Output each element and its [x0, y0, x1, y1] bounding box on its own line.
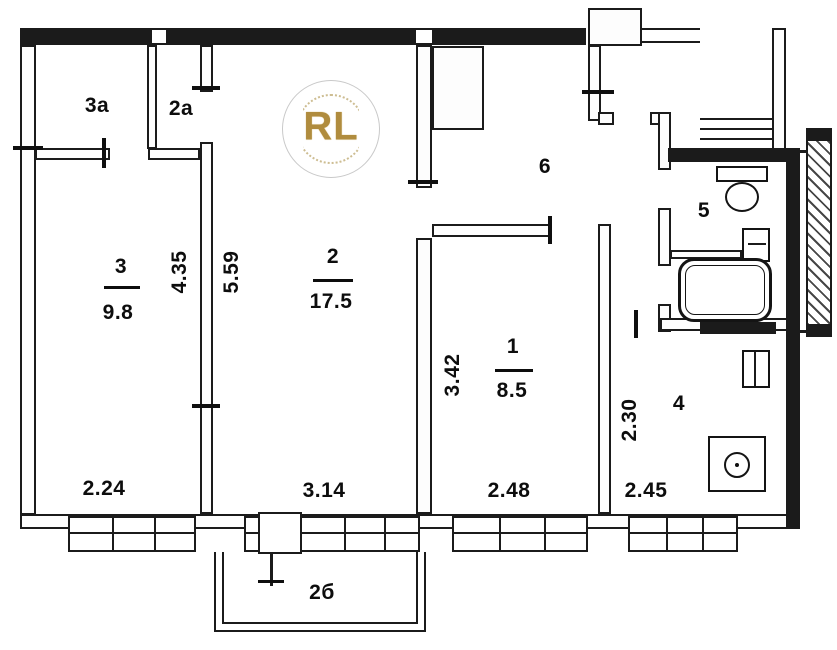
bath-threshold — [700, 322, 776, 334]
plan-line — [700, 118, 772, 120]
window-sill-line — [630, 532, 736, 535]
tick-mark — [258, 580, 284, 583]
wall-segment — [432, 224, 552, 237]
window-icon — [68, 516, 196, 552]
tick-mark — [102, 138, 106, 168]
wall-segment — [148, 148, 200, 160]
window-sill-line — [246, 532, 418, 535]
plan-line — [700, 128, 772, 130]
wall-segment — [598, 112, 614, 125]
wall-segment — [416, 45, 432, 188]
window-icon — [452, 516, 588, 552]
room-2-fraction-bar — [313, 279, 353, 282]
plan-line — [640, 41, 700, 43]
room-3-number: 3 — [114, 255, 128, 278]
window-divider — [154, 518, 156, 550]
wall-segment — [668, 148, 788, 162]
window-divider — [499, 518, 501, 550]
tick-mark — [634, 310, 638, 338]
balcony-label: 2б — [309, 581, 335, 604]
plan-line — [270, 552, 273, 586]
vent-shaft — [588, 8, 642, 46]
window-sill-line — [70, 532, 194, 535]
left-exterior-wall — [20, 45, 36, 515]
wall-segment — [598, 224, 611, 514]
watermark-initials: RL — [303, 104, 359, 149]
room-5-number: 5 — [697, 199, 711, 222]
sink-icon — [742, 228, 770, 262]
tick-mark — [192, 86, 220, 90]
window-icon — [628, 516, 738, 552]
bathtub-inner — [685, 265, 765, 315]
room-4-width-dim: 2.45 — [624, 479, 668, 502]
shaft-cap — [806, 324, 832, 337]
tick-mark — [548, 216, 552, 244]
window-divider — [544, 518, 546, 550]
room-3-area: 9.8 — [102, 301, 134, 324]
room-1-height-dim: 3.42 — [441, 353, 464, 397]
watermark-logo: RL — [282, 80, 380, 178]
window-divider — [112, 518, 114, 550]
room-1-fraction-bar — [495, 369, 533, 372]
plan-line — [800, 330, 808, 333]
toilet-tank-icon — [716, 166, 768, 182]
room-4-height-dim: 2.30 — [618, 398, 641, 442]
toilet-bowl-icon — [725, 182, 759, 212]
window-sill-line — [454, 532, 586, 535]
wall-segment — [200, 142, 213, 514]
room-1-width-dim: 2.48 — [487, 479, 531, 502]
watermark-arc-top — [303, 94, 359, 113]
shaft-cap — [806, 128, 832, 141]
window-divider — [666, 518, 668, 550]
room-6-number: 6 — [538, 155, 552, 178]
kitchen-sink-drain — [735, 463, 739, 467]
top-wall-pier — [432, 28, 586, 45]
room-3-width-dim: 2.24 — [82, 477, 126, 500]
room-2a-label: 2а — [168, 97, 194, 120]
room-3a-label: 3а — [84, 94, 110, 117]
top-wall-pier — [166, 28, 416, 45]
wall-segment — [35, 148, 110, 160]
wall-segment — [416, 238, 432, 514]
plan-line — [222, 552, 224, 624]
wall-segment — [200, 45, 213, 92]
wall-segment — [658, 112, 671, 170]
plan-line — [800, 150, 808, 153]
window-divider — [344, 518, 346, 550]
tick-mark — [408, 180, 438, 184]
sink-detail — [748, 243, 766, 245]
room-3-fraction-bar — [104, 286, 140, 289]
room-2-width-dim: 3.14 — [302, 479, 346, 502]
balcony-door — [258, 512, 302, 554]
tick-mark — [13, 146, 43, 150]
tick-mark — [582, 90, 614, 94]
kitchen-cabinet-detail — [754, 352, 756, 386]
window-divider — [702, 518, 704, 550]
exterior-shaft — [806, 128, 832, 337]
plan-line — [700, 138, 772, 140]
top-wall-pier — [20, 28, 152, 45]
kitchen-cabinet-icon — [742, 350, 770, 388]
room-4-number: 4 — [672, 392, 686, 415]
room-1-area: 8.5 — [496, 379, 528, 402]
room-1-number: 1 — [506, 335, 520, 358]
plan-line — [640, 28, 700, 30]
wall-segment — [588, 45, 601, 121]
stair-wall — [772, 28, 786, 150]
plan-line — [222, 622, 418, 624]
tick-mark — [192, 404, 220, 408]
right-exterior-wall — [786, 148, 800, 528]
wall-segment — [658, 208, 671, 266]
closet — [432, 46, 484, 130]
wall-segment — [147, 45, 157, 149]
room-2-area: 17.5 — [309, 290, 353, 313]
watermark-arc-bottom — [303, 145, 359, 164]
window-divider — [384, 518, 386, 550]
room-3-height-dim: 4.35 — [168, 250, 191, 294]
balcony-railing — [214, 552, 426, 632]
room-2-height-dim: 5.59 — [220, 250, 243, 294]
room-2-number: 2 — [326, 245, 340, 268]
plan-line — [416, 552, 418, 624]
